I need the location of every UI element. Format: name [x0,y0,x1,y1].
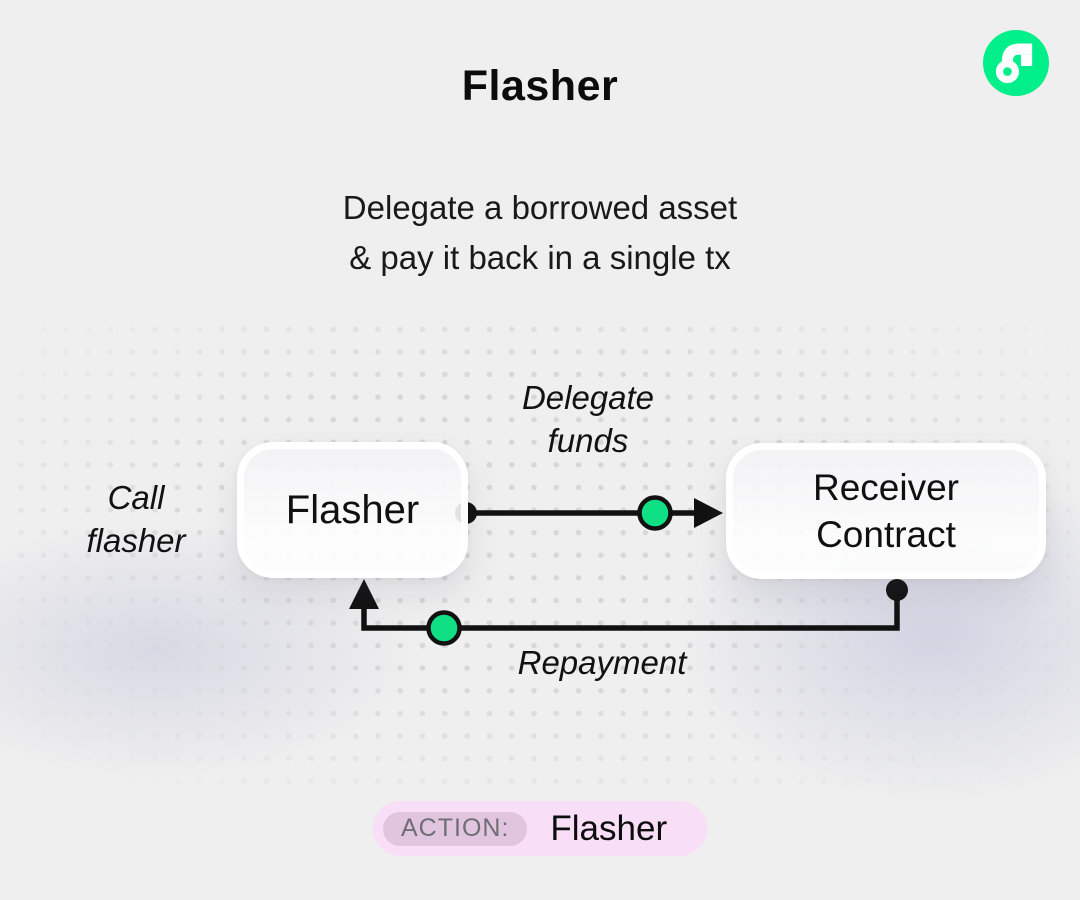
page-title: Flasher [461,62,619,110]
action-badge: ACTION: Flasher [373,801,707,856]
action-chip-label: ACTION: [383,811,528,846]
page-subtitle: Delegate a borrowed asset & pay it back … [0,183,1080,283]
subtitle-line-2: & pay it back in a single tx [349,239,731,276]
call-flasher-line-2: flasher [86,522,186,559]
repayment-token-dot [426,610,462,646]
subtitle-line-1: Delegate a borrowed asset [342,189,738,226]
repayment-line [361,590,900,631]
node-flasher-label: Flasher [285,488,420,532]
node-receiver-label-line-2: Contract [816,514,956,555]
delegate-funds-label: Delegate funds [448,376,728,462]
repayment-start-dot [886,579,908,601]
delegate-funds-line-1: Delegate [521,379,655,416]
call-flasher-label: Call flasher [26,476,246,562]
delegate-funds-line-2: funds [547,422,629,459]
delegate-arrow-head [694,498,723,528]
node-receiver-label-line-1: Receiver [813,467,959,508]
call-flasher-line-1: Call [107,479,165,516]
repayment-label: Repayment [517,644,687,681]
node-flasher: Flasher [237,442,468,578]
repayment-arrow-head [349,579,379,609]
action-value: Flasher [550,808,668,848]
flow-logo-icon [983,30,1049,96]
delegate-token-dot [637,495,673,531]
node-receiver-contract: Receiver Contract [726,443,1046,579]
